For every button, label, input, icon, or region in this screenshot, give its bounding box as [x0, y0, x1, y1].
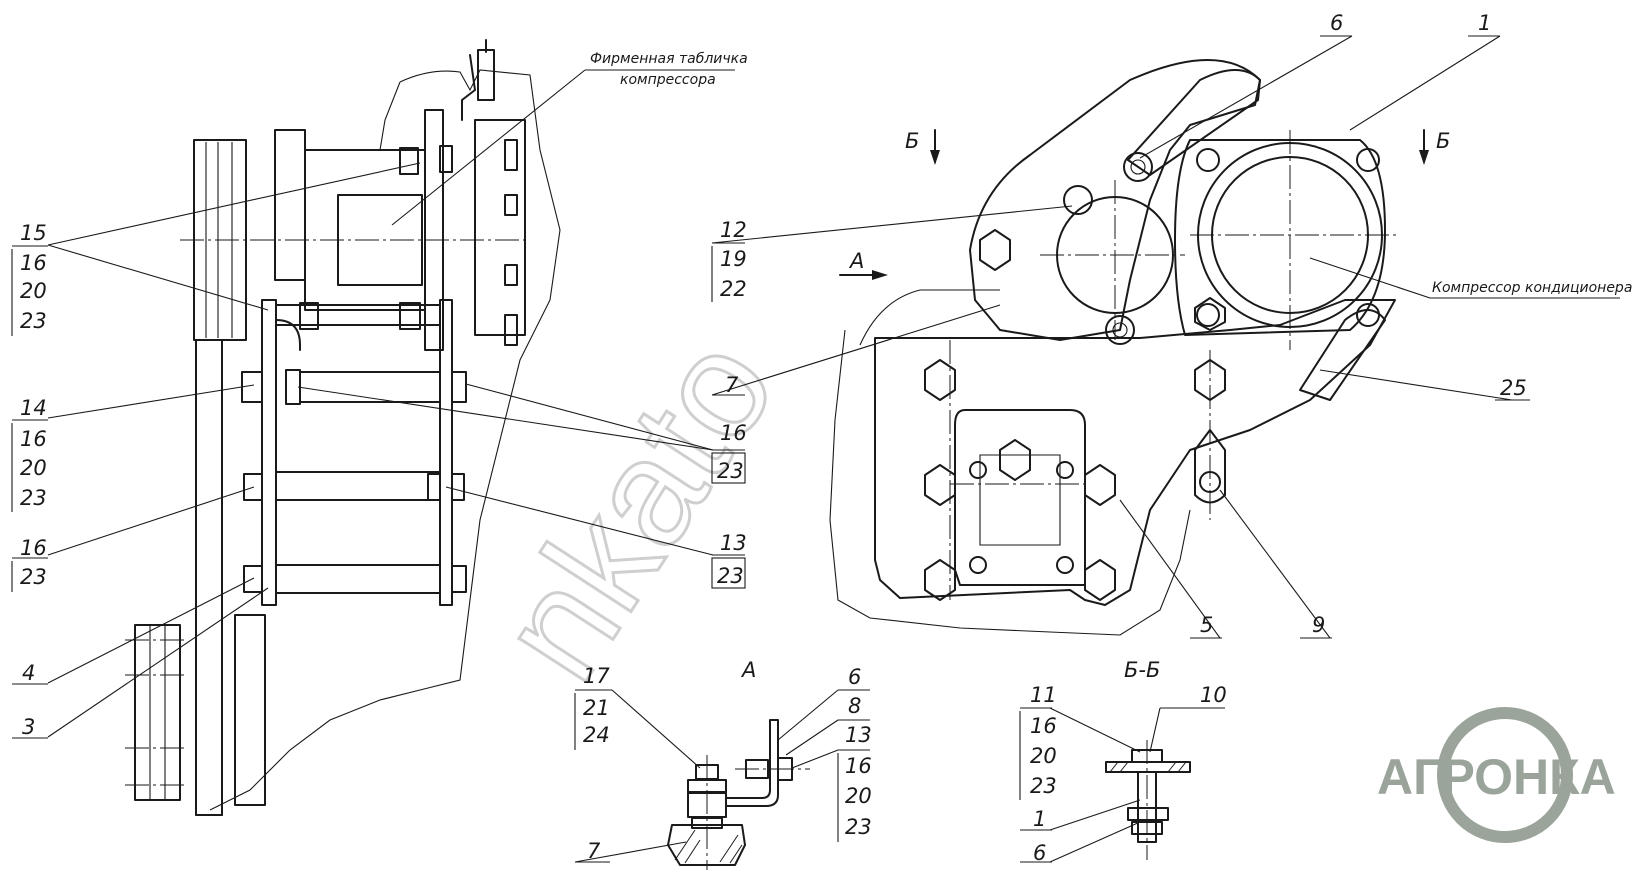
svg-text:16: 16: [20, 536, 47, 560]
bracket-bolts: [924, 229, 1226, 601]
spacer-4: [275, 564, 441, 594]
brand-logo: АГРОНКА: [1377, 707, 1616, 843]
svg-text:16: 16: [1030, 714, 1057, 738]
svg-text:16: 16: [720, 421, 747, 445]
compressor-housing: [1174, 139, 1386, 336]
svg-text:14: 14: [20, 396, 47, 420]
svg-text:7: 7: [725, 373, 739, 397]
svg-text:4: 4: [22, 661, 35, 685]
svg-text:10: 10: [1200, 683, 1227, 707]
detail-a: А: [574, 658, 839, 870]
compressor-hub: [274, 129, 306, 281]
svg-text:1: 1: [1033, 807, 1046, 831]
callout-4: 4: [12, 661, 48, 685]
cover-plate: [954, 409, 1086, 586]
svg-text:15: 15: [20, 221, 47, 245]
callout-7a: 7: [575, 839, 610, 863]
callout-17: 17 21 24: [574, 664, 612, 750]
callout-5: 5: [1190, 613, 1222, 639]
svg-text:13: 13: [845, 723, 872, 747]
view-b-right: Б: [1436, 129, 1450, 153]
compressor-label: Компрессор кондиционера: [1432, 280, 1632, 296]
bracket-rear: [439, 299, 453, 606]
engine-outline: [209, 69, 561, 811]
svg-text:7: 7: [587, 839, 601, 863]
svg-text:21: 21: [583, 696, 610, 720]
callout-6: 6: [1320, 11, 1352, 37]
callout-14: 14 16 20 23: [11, 396, 48, 512]
plate-label-2: компрессора: [620, 72, 716, 88]
svg-text:24: 24: [583, 723, 610, 747]
logo-text: АГРОНКА: [1377, 749, 1616, 805]
arrow-a-label: А: [848, 249, 864, 273]
callout-9: 9: [1300, 613, 1332, 639]
watermark: nkato: [464, 307, 808, 709]
callout-13: 13 23: [711, 531, 747, 589]
spacer-1: [275, 304, 441, 326]
svg-text:20: 20: [845, 784, 872, 808]
callout-25: 25: [1495, 376, 1530, 401]
svg-text:23: 23: [717, 564, 744, 588]
svg-text:6: 6: [848, 665, 861, 689]
section-bb: Б-Б: [1049, 658, 1225, 863]
svg-text:16: 16: [845, 754, 872, 778]
link-arm: [1194, 429, 1226, 504]
logo-ring: [1437, 707, 1573, 843]
callout-16b: 16 23: [711, 421, 747, 484]
svg-text:20: 20: [1030, 744, 1057, 768]
lower-plate: [134, 624, 181, 801]
arm-25: [1299, 309, 1386, 401]
section-bb-title: Б-Б: [1124, 658, 1160, 682]
svg-text:3: 3: [22, 715, 35, 739]
svg-text:23: 23: [20, 486, 47, 510]
svg-text:20: 20: [20, 456, 47, 480]
plate-label-1: Фирменная табличка: [590, 51, 748, 67]
slot-arm: [1127, 69, 1261, 176]
svg-text:17: 17: [583, 664, 610, 688]
svg-text:23: 23: [845, 815, 872, 839]
svg-text:6: 6: [1033, 841, 1046, 865]
front-view: Б Б А Компрессор кондиционера: [711, 35, 1632, 639]
spacer-3: [275, 471, 441, 501]
callout-11: 11 16 20 23 1 6: [1019, 683, 1057, 865]
callout-10: 10: [1190, 683, 1227, 709]
hatching: [674, 829, 743, 864]
callout-16: 16 23: [11, 536, 48, 592]
svg-text:19: 19: [720, 247, 747, 271]
svg-text:25: 25: [1500, 376, 1527, 400]
callout-12: 12 19 22: [711, 218, 747, 302]
callout-7: 7: [712, 373, 745, 397]
svg-text:23: 23: [20, 565, 47, 589]
svg-text:8: 8: [848, 694, 861, 718]
svg-text:16: 16: [20, 427, 47, 451]
svg-text:16: 16: [20, 251, 47, 275]
svg-text:1: 1: [1478, 11, 1491, 35]
svg-text:23: 23: [20, 309, 47, 333]
section-hatching: [1109, 761, 1187, 773]
side-view: Фирменная табличка компрессора: [47, 39, 748, 816]
svg-text:23: 23: [717, 459, 744, 483]
callout-15: 15 16 20 23: [11, 221, 48, 336]
svg-text:5: 5: [1200, 613, 1213, 637]
view-a-title: А: [740, 658, 756, 682]
view-b-left: Б: [905, 129, 919, 153]
watermark-text: nkato: [466, 308, 807, 707]
svg-text:23: 23: [1030, 774, 1057, 798]
svg-text:9: 9: [1312, 613, 1325, 637]
svg-text:6: 6: [1330, 11, 1343, 35]
svg-text:13: 13: [720, 531, 747, 555]
svg-text:12: 12: [720, 218, 747, 242]
callouts: 15 16 20 23 14 16 20 23 16 23 4: [11, 11, 1530, 865]
svg-text:11: 11: [1030, 683, 1057, 707]
callout-3: 3: [12, 715, 48, 739]
callout-1: 1: [1468, 11, 1500, 37]
engine-block: [829, 329, 1191, 636]
main-bracket: [874, 299, 1396, 606]
compressor-mount: [969, 59, 1261, 341]
callout-6a: 6 8 13 16 20 23: [837, 665, 872, 842]
bracket-front: [261, 299, 277, 606]
svg-text:20: 20: [20, 279, 47, 303]
svg-text:22: 22: [720, 277, 747, 301]
